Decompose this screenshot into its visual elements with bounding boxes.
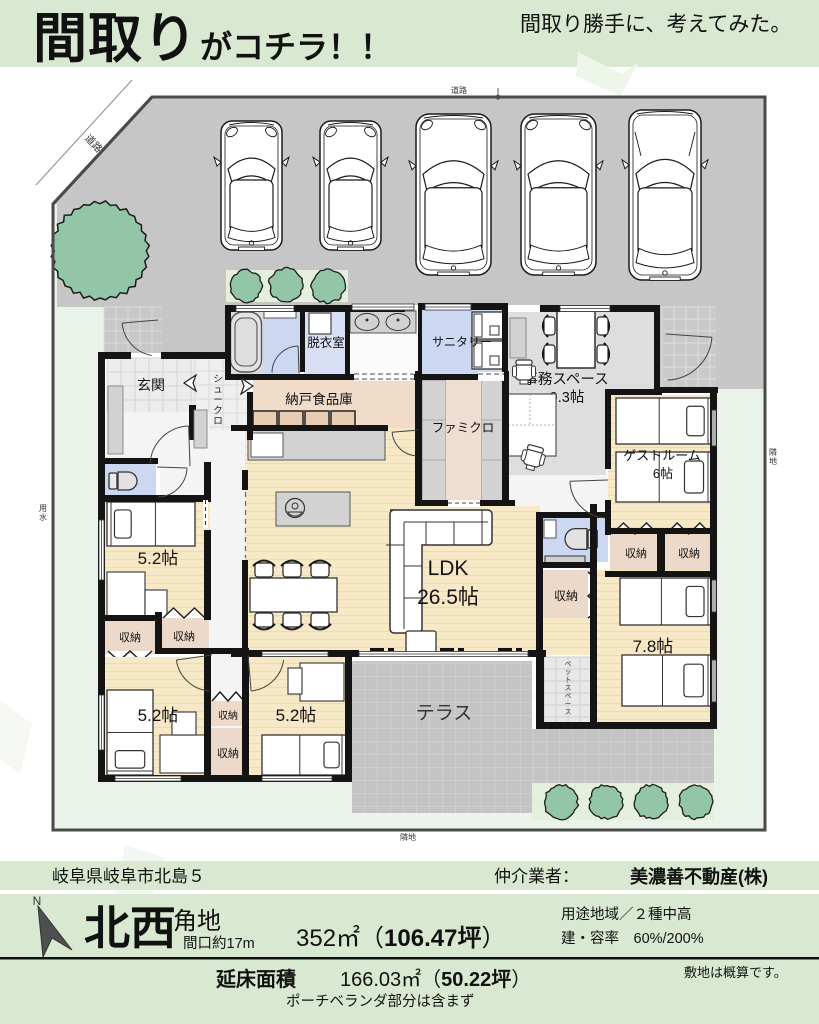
svg-text:収納: 収納 [173, 630, 195, 643]
svg-text:ス: ス [565, 684, 572, 692]
svg-text:納戸食品庫: 納戸食品庫 [285, 391, 353, 407]
svg-text:ー: ー [213, 395, 223, 406]
svg-text:隣地: 隣地 [400, 832, 416, 842]
svg-text:ュ: ュ [213, 385, 223, 396]
svg-text:テラス: テラス [416, 703, 473, 724]
svg-text:5.2帖: 5.2帖 [138, 549, 179, 568]
svg-text:事務スペース: 事務スペース [523, 371, 608, 388]
svg-text:延床面積: 延床面積 [215, 967, 297, 991]
svg-text:ファミクロ: ファミクロ [432, 421, 495, 435]
svg-text:サニタリー: サニタリー [432, 335, 492, 349]
svg-text:角地: 角地 [173, 908, 221, 935]
svg-text:収納: 収納 [119, 631, 141, 644]
svg-text:美濃善不動産(株): 美濃善不動産(株) [630, 866, 768, 887]
svg-text:地: 地 [769, 456, 777, 466]
svg-text:収納: 収納 [217, 747, 239, 760]
svg-text:脱衣室: 脱衣室 [307, 335, 345, 350]
svg-text:敷地は概算です。: 敷地は概算です。 [684, 965, 787, 980]
svg-text:仲介業者：: 仲介業者： [494, 867, 579, 886]
svg-text:収納: 収納 [625, 547, 647, 560]
svg-text:6帖: 6帖 [653, 466, 673, 481]
svg-text:間取り: 間取り [33, 9, 198, 69]
svg-text:5.2帖: 5.2帖 [276, 706, 317, 725]
svg-text:ク: ク [213, 406, 223, 417]
svg-text:ペ: ペ [565, 692, 572, 700]
svg-text:ゲストルーム: ゲストルーム [623, 448, 701, 463]
svg-text:9.3帖: 9.3帖 [550, 389, 585, 406]
svg-text:収納: 収納 [218, 709, 238, 722]
svg-text:ペ: ペ [565, 660, 572, 668]
svg-text:間取り勝手に、考えてみた。: 間取り勝手に、考えてみた。 [520, 13, 791, 36]
svg-text:N: N [33, 894, 42, 908]
svg-text:用: 用 [39, 504, 47, 513]
svg-text:7.8帖: 7.8帖 [633, 637, 674, 656]
svg-text:5.2帖: 5.2帖 [138, 706, 179, 725]
svg-text:道路: 道路 [451, 85, 467, 95]
svg-text:ロ: ロ [213, 416, 223, 427]
svg-text:ポーチベランダ部分は含まず: ポーチベランダ部分は含まず [286, 993, 475, 1010]
svg-text:26.5帖: 26.5帖 [417, 586, 479, 609]
svg-text:玄関: 玄関 [137, 377, 165, 393]
svg-text:収納: 収納 [554, 589, 578, 603]
svg-text:収納: 収納 [678, 547, 700, 560]
svg-text:岐阜県岐阜市北島５: 岐阜県岐阜市北島５ [52, 867, 205, 886]
svg-text:北西: 北西 [84, 902, 176, 954]
svg-text:ト: ト [565, 677, 572, 684]
svg-text:隣: 隣 [769, 447, 777, 457]
svg-text:水: 水 [39, 512, 47, 522]
svg-text:166.03㎡（50.22坪）: 166.03㎡（50.22坪） [340, 967, 531, 991]
svg-text:ス: ス [565, 708, 572, 716]
svg-text:シ: シ [213, 374, 223, 385]
svg-text:LDK: LDK [428, 557, 469, 580]
svg-text:ー: ー [565, 701, 572, 708]
svg-text:建・容率 60%/200%: 建・容率 60%/200% [561, 930, 704, 947]
svg-text:がコチラ！！: がコチラ！！ [200, 29, 392, 65]
svg-text:間口約17m: 間口約17m [183, 935, 255, 952]
svg-text:ッ: ッ [565, 669, 572, 676]
svg-text:352㎡（106.47坪）: 352㎡（106.47坪） [296, 925, 505, 952]
svg-text:用途地域／２種中高: 用途地域／２種中高 [561, 906, 692, 923]
